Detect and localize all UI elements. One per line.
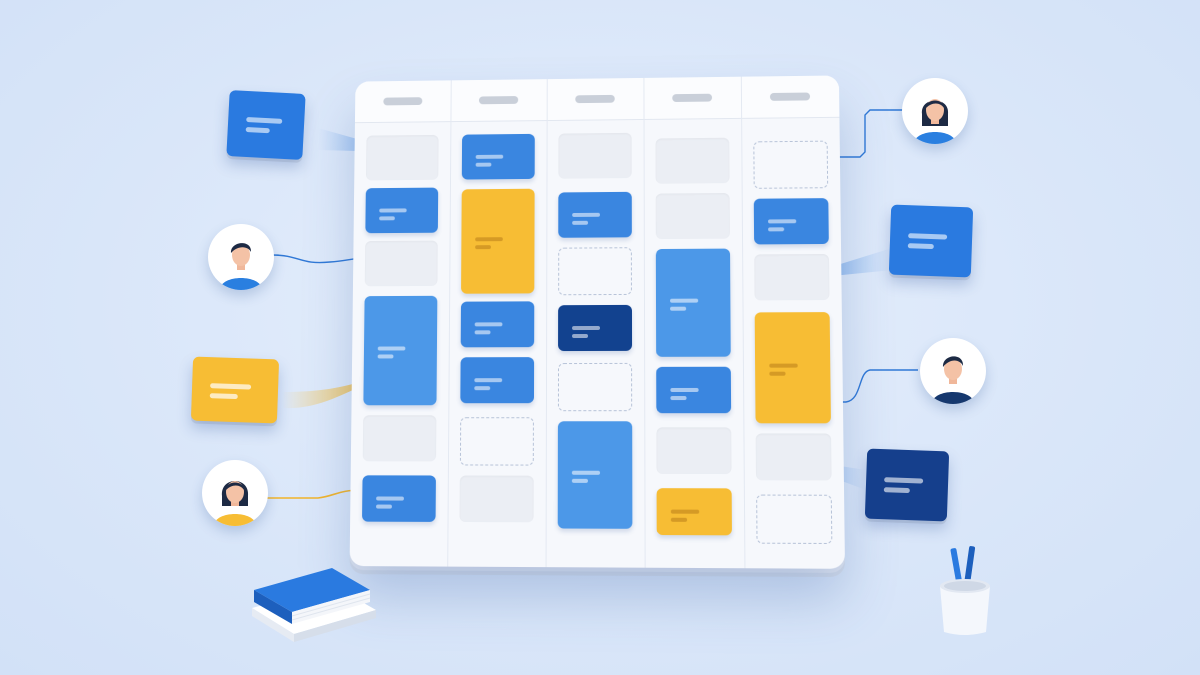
woman-avatar-top-right[interactable] bbox=[902, 78, 968, 144]
book-icon bbox=[252, 568, 376, 642]
column-header-1 bbox=[354, 80, 452, 123]
man-avatar-left[interactable] bbox=[208, 224, 274, 290]
empty-slot[interactable] bbox=[459, 475, 534, 523]
board-header bbox=[354, 75, 840, 124]
column-header-3 bbox=[546, 77, 645, 121]
header-placeholder-bar bbox=[575, 94, 615, 104]
drop-target-slot[interactable] bbox=[558, 247, 632, 296]
person-icon bbox=[214, 481, 256, 526]
drop-target-slot[interactable] bbox=[459, 417, 534, 466]
empty-slot[interactable] bbox=[655, 192, 730, 240]
drop-target-slot[interactable] bbox=[557, 362, 633, 412]
column-divider bbox=[447, 121, 452, 567]
floating-note-blue-right[interactable] bbox=[888, 204, 974, 278]
floating-note-blue-top-left[interactable] bbox=[226, 90, 306, 160]
schedule-board bbox=[349, 75, 846, 569]
event-card-blue[interactable] bbox=[365, 187, 439, 234]
event-card-yellow[interactable] bbox=[656, 488, 732, 536]
event-card-blue[interactable] bbox=[460, 301, 535, 348]
wire-top-right bbox=[838, 109, 905, 158]
column-header-4 bbox=[643, 76, 743, 119]
wire-bottom-woman bbox=[266, 489, 363, 499]
event-card-yellow-tall[interactable] bbox=[754, 312, 831, 424]
drop-target-slot[interactable] bbox=[756, 494, 833, 545]
event-card-blue[interactable] bbox=[362, 475, 436, 522]
column-divider bbox=[545, 120, 548, 568]
empty-slot[interactable] bbox=[754, 253, 830, 301]
drop-target-slot[interactable] bbox=[753, 140, 829, 189]
column-divider bbox=[643, 118, 646, 568]
woman-avatar-bottom-left[interactable] bbox=[202, 460, 268, 526]
event-card-navy[interactable] bbox=[558, 304, 633, 352]
event-card-blue-tall[interactable] bbox=[557, 421, 633, 529]
person-icon bbox=[220, 243, 262, 290]
event-card-blue-tall[interactable] bbox=[363, 295, 438, 406]
floating-note-yellow[interactable] bbox=[190, 356, 280, 424]
header-placeholder-bar bbox=[769, 92, 811, 101]
event-card-blue[interactable] bbox=[753, 198, 829, 245]
empty-slot[interactable] bbox=[755, 433, 832, 481]
event-card-blue[interactable] bbox=[558, 191, 632, 238]
event-card-blue[interactable] bbox=[460, 357, 535, 404]
pencil-cup-icon bbox=[940, 546, 990, 635]
event-card-blue[interactable] bbox=[461, 133, 535, 180]
person-icon bbox=[914, 99, 956, 144]
floating-note-navy[interactable] bbox=[864, 448, 950, 522]
header-placeholder-bar bbox=[478, 96, 519, 105]
header-placeholder-bar bbox=[383, 97, 423, 106]
empty-slot[interactable] bbox=[364, 240, 438, 287]
event-card-yellow-tall[interactable] bbox=[461, 188, 535, 294]
column-header-2 bbox=[450, 79, 548, 122]
event-card-blue-tall[interactable] bbox=[655, 248, 731, 357]
board-surface bbox=[349, 75, 846, 569]
header-placeholder-bar bbox=[672, 93, 713, 103]
empty-slot[interactable] bbox=[655, 137, 730, 184]
empty-slot[interactable] bbox=[558, 132, 632, 179]
event-card-blue[interactable] bbox=[656, 366, 732, 414]
person-icon bbox=[932, 356, 974, 404]
man-avatar-right[interactable] bbox=[920, 338, 986, 404]
column-header-5 bbox=[741, 75, 840, 117]
empty-slot[interactable] bbox=[656, 427, 732, 475]
column-divider bbox=[741, 117, 746, 569]
empty-slot[interactable] bbox=[362, 415, 437, 462]
empty-slot[interactable] bbox=[365, 134, 439, 181]
